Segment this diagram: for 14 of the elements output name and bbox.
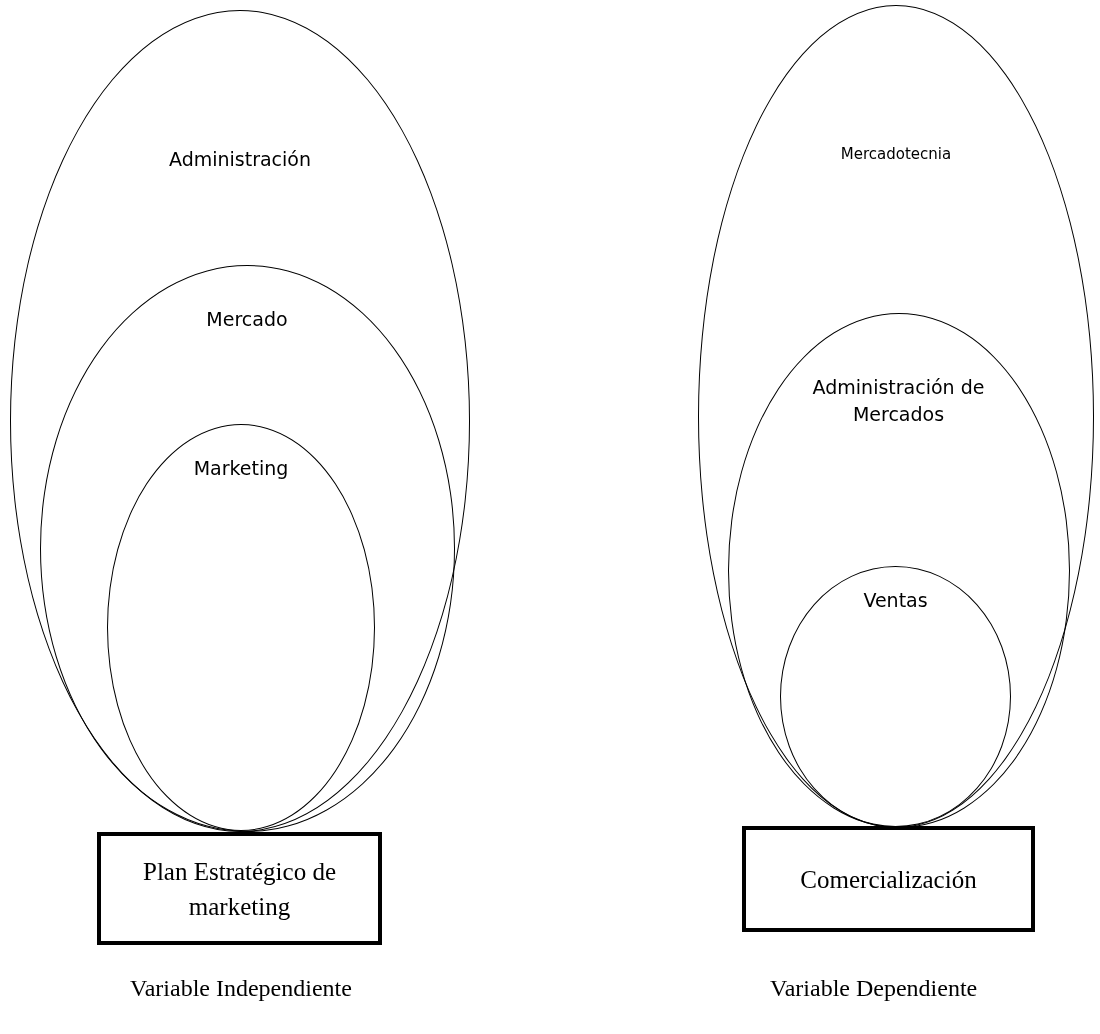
rectangle-box (742, 826, 1035, 932)
rectangle-box (97, 832, 382, 945)
ellipse (39, 264, 455, 832)
box-label: Plan Estratégico de marketing (142, 856, 337, 922)
ellipse-label: Ventas (862, 588, 929, 613)
ellipse-label: Mercadotecnia (839, 144, 953, 165)
ellipse-label: Mercado (205, 306, 289, 332)
ellipse-label: Marketing (192, 456, 290, 481)
caption-text: Variable Dependiente (770, 975, 978, 1002)
caption-text: Variable Independiente (130, 975, 352, 1002)
box-label: Comercialización (800, 864, 977, 895)
ellipse (107, 424, 375, 831)
ellipse-label: Administración (168, 147, 312, 172)
ellipse-label: Administración de Mercados (811, 374, 986, 428)
